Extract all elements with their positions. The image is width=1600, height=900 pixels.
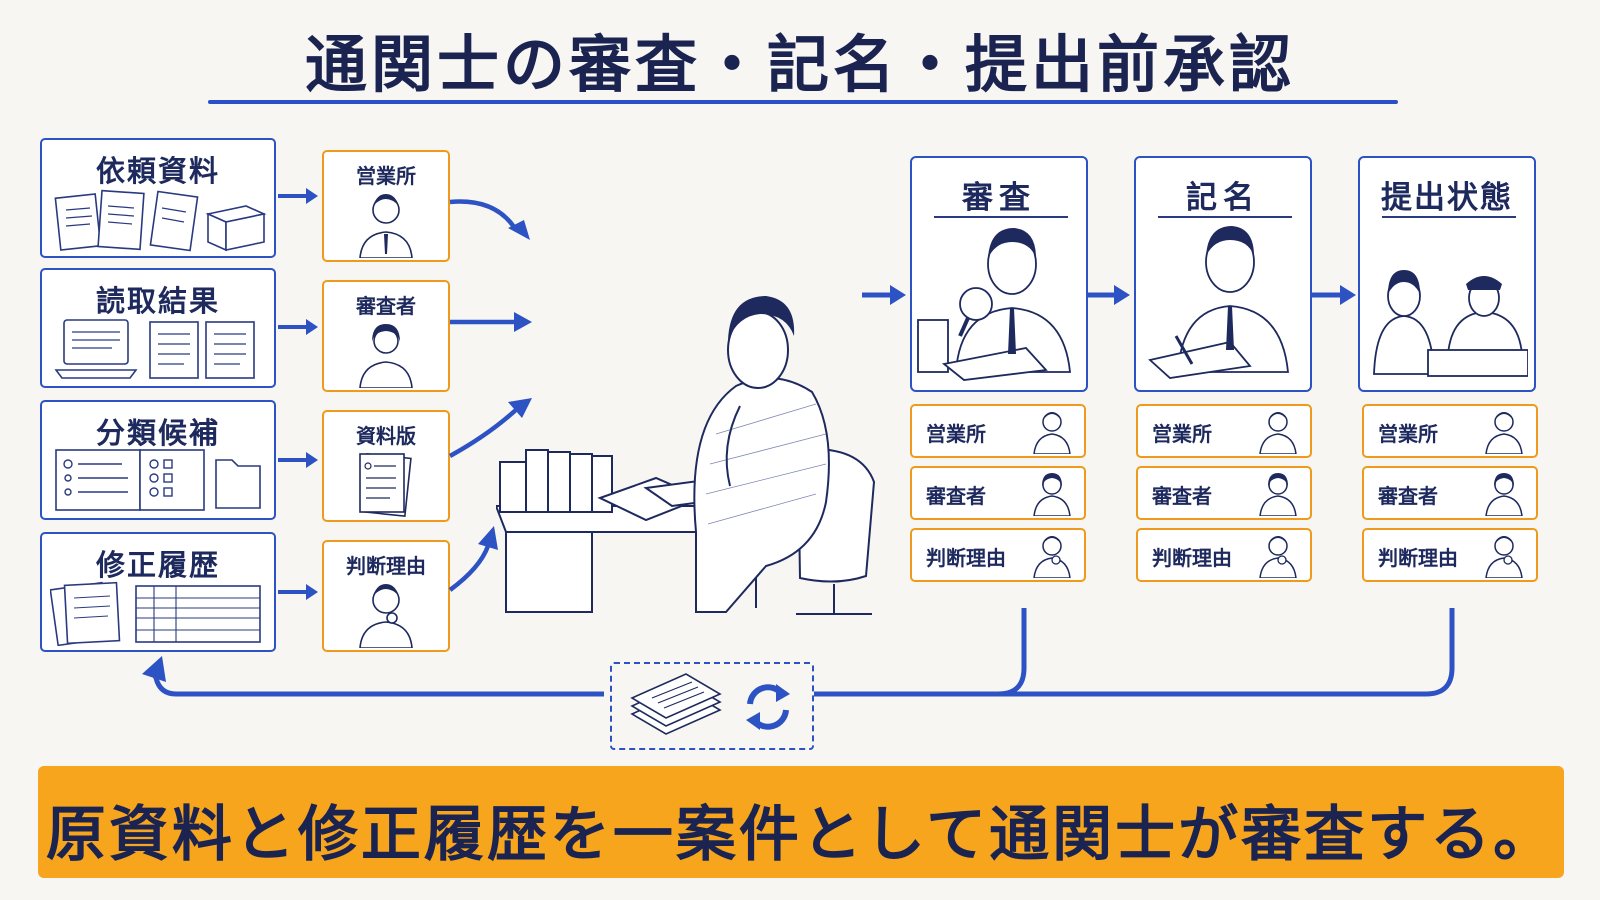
pen-icon xyxy=(1148,226,1289,379)
stage-submission-status: 提出状態 xyxy=(1358,156,1536,392)
role-label: 審査者 xyxy=(1152,484,1212,508)
stage-label: 提出状態 xyxy=(1381,180,1513,216)
person-icon xyxy=(359,194,413,258)
documents-icon xyxy=(630,673,722,735)
source-label: 修正履歴 xyxy=(95,548,220,582)
source-box-read-results: 読取結果 xyxy=(40,268,276,388)
person-icon xyxy=(1259,536,1297,578)
source-box-request-docs: 依頼資料 xyxy=(40,138,276,258)
folder-icon xyxy=(215,459,261,509)
source-label: 読取結果 xyxy=(95,284,220,318)
person-icon xyxy=(359,324,413,388)
table-icon xyxy=(50,581,261,646)
person-icon xyxy=(1485,473,1523,516)
role-label: 判断理由 xyxy=(1378,546,1458,570)
stage-label: 記名 xyxy=(1186,180,1260,216)
role-label: 判断理由 xyxy=(1152,546,1232,570)
customs-broker-illustration xyxy=(496,296,876,615)
sign-role-office: 営業所 xyxy=(1136,404,1312,458)
submit-role-reviewer: 審査者 xyxy=(1362,466,1538,520)
source-label: 依頼資料 xyxy=(95,154,220,188)
feedback-loop xyxy=(142,608,1455,697)
role-label: 営業所 xyxy=(1378,422,1438,446)
role-label: 資料版 xyxy=(356,424,416,448)
person-icon xyxy=(1033,412,1071,454)
sign-role-reviewer: 審査者 xyxy=(1136,466,1312,520)
stage-signature: 記名 xyxy=(1134,156,1312,392)
package-icon xyxy=(205,205,266,252)
person-icon xyxy=(1259,412,1297,454)
source-to-role-arrows xyxy=(278,188,318,600)
laptop-icon xyxy=(54,319,255,379)
person-icon xyxy=(1033,473,1071,516)
source-box-classification: 分類候補 xyxy=(40,400,276,520)
page-title: 通関士の審査・記名・提出前承認 xyxy=(304,28,1295,101)
person-icon xyxy=(1259,473,1297,516)
submit-role-office: 営業所 xyxy=(1362,404,1538,458)
role-label: 営業所 xyxy=(356,164,416,188)
stage-label: 審査 xyxy=(962,180,1036,216)
role-label: 審査者 xyxy=(1378,484,1438,508)
magnifier-icon xyxy=(917,228,1071,381)
officer-icon xyxy=(1373,270,1528,377)
source-box-revision-history: 修正履歴 xyxy=(40,532,276,652)
person-icon xyxy=(1485,536,1523,578)
person-icon xyxy=(1033,536,1071,578)
documents-icon xyxy=(54,189,266,252)
refresh-documents-box xyxy=(610,662,814,750)
sign-role-reason: 判断理由 xyxy=(1136,528,1312,582)
stage-review: 審査 xyxy=(910,156,1088,392)
review-role-office: 営業所 xyxy=(910,404,1086,458)
role-label: 判断理由 xyxy=(346,554,426,578)
checklist-icon xyxy=(55,449,261,511)
review-role-reason: 判断理由 xyxy=(910,528,1086,582)
refresh-icon[interactable] xyxy=(738,678,798,736)
arrow-to-submission xyxy=(1312,285,1356,305)
submit-role-reason: 判断理由 xyxy=(1362,528,1538,582)
role-label: 判断理由 xyxy=(926,546,1006,570)
summary-text: 原資料と修正履歴を一案件として通関士が審査する。 xyxy=(45,800,1557,870)
role-box-reviewer: 審査者 xyxy=(322,280,450,392)
summary-banner xyxy=(38,766,1564,878)
arrow-to-review xyxy=(862,285,906,305)
role-to-reviewer-arrows xyxy=(448,199,532,592)
arrow-to-sign xyxy=(1086,285,1130,305)
source-label: 分類候補 xyxy=(95,416,220,450)
role-label: 審査者 xyxy=(356,294,416,318)
role-box-office: 営業所 xyxy=(322,150,450,262)
documents-icon xyxy=(359,452,412,518)
role-label: 営業所 xyxy=(1152,422,1212,446)
role-box-doc-version: 資料版 xyxy=(322,410,450,522)
role-label: 営業所 xyxy=(926,422,986,446)
review-role-reviewer: 審査者 xyxy=(910,466,1086,520)
title-underline xyxy=(208,100,1398,104)
role-label: 審査者 xyxy=(926,484,986,508)
person-icon xyxy=(1485,412,1523,454)
role-box-reason: 判断理由 xyxy=(322,540,450,652)
person-icon xyxy=(359,584,413,648)
